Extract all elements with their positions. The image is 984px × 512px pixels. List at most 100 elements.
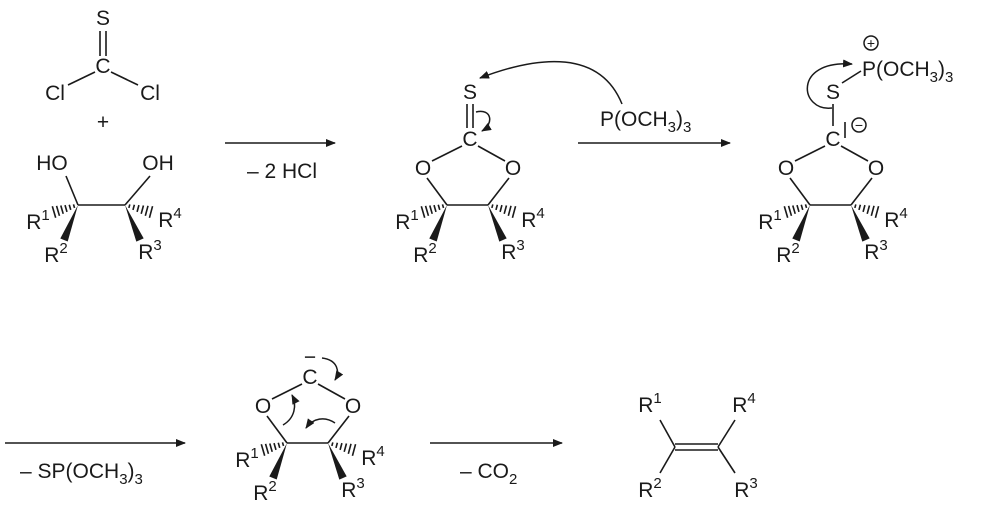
text-part: R — [758, 211, 773, 234]
bond — [477, 145, 506, 162]
hashed-bond — [140, 205, 145, 215]
hashed-bond — [437, 204, 441, 211]
text-part: P(OCH — [600, 108, 668, 131]
hashed-bond — [331, 442, 334, 447]
hashed-bond — [503, 205, 508, 215]
curved-arrow — [305, 418, 336, 429]
text-part: 2 — [428, 240, 436, 257]
text-part: R — [138, 241, 153, 264]
hashed-bond — [148, 205, 154, 219]
hashed-bond — [281, 442, 285, 447]
text-part: R — [884, 209, 899, 232]
bond — [266, 415, 288, 444]
text-part: 2 — [509, 471, 517, 488]
r-group-3: R3 — [864, 237, 888, 264]
r-group-2: R2 — [638, 475, 662, 502]
text-part: 4 — [536, 205, 544, 222]
r-group-4: R4 — [884, 205, 908, 232]
r-group-1: R1 — [26, 207, 50, 234]
text-part: R — [395, 211, 410, 234]
text-part: R — [235, 449, 250, 472]
bond — [840, 145, 869, 162]
ring-oxygen-left: O — [255, 395, 271, 418]
r-group-4: R4 — [158, 205, 182, 232]
r-group-4: R4 — [361, 443, 385, 470]
r-group-3: R3 — [734, 475, 758, 502]
plus-charge: + — [867, 35, 875, 51]
ring-carbon: C — [825, 128, 840, 151]
text-part: 1 — [653, 390, 661, 407]
text-part: O — [778, 157, 794, 180]
bond — [789, 177, 811, 206]
hashed-bond — [420, 206, 426, 218]
hashed-bond — [260, 444, 266, 456]
ring-oxygen-right: O — [345, 395, 361, 418]
bond — [426, 177, 448, 206]
curved-arrow — [475, 110, 492, 132]
r-group-4: R4 — [521, 205, 545, 232]
hashed-bond — [854, 204, 857, 209]
text-part: ) — [938, 58, 945, 81]
text-part: – CO — [460, 460, 509, 483]
text-part: R — [253, 482, 268, 505]
hashed-bond — [351, 443, 357, 457]
r-group-3: R3 — [138, 237, 162, 264]
text-part: 3 — [930, 69, 938, 86]
atom-s: S — [96, 7, 110, 30]
text-part: 3 — [683, 119, 691, 136]
text-part: 4 — [899, 205, 907, 222]
text-part: P(OCH — [862, 58, 930, 81]
bond — [841, 70, 862, 84]
bond — [659, 419, 676, 448]
text-part: R — [26, 211, 41, 234]
hashed-bond — [433, 204, 437, 213]
text-part: 3 — [879, 237, 887, 254]
hashed-bond — [862, 204, 866, 213]
bond — [850, 177, 873, 206]
hashed-bond — [495, 204, 499, 211]
hashed-bond — [874, 205, 880, 219]
text-part: 3 — [516, 237, 524, 254]
text-part: O — [345, 395, 361, 418]
bond — [431, 145, 463, 162]
hashed-bond — [804, 204, 808, 209]
text-part: 3 — [749, 475, 757, 492]
hashed-bond — [787, 205, 793, 217]
bond — [124, 175, 151, 206]
wedge-bond — [851, 205, 870, 242]
hashed-bond — [491, 204, 494, 209]
r-group-1: R1 — [235, 445, 259, 472]
text-part: C — [302, 366, 317, 389]
r-group-2: R2 — [253, 478, 277, 505]
hashed-bond — [64, 204, 68, 213]
atom-s: S — [826, 81, 840, 104]
text-part: 3 — [668, 119, 676, 136]
text-part: 2 — [59, 240, 67, 257]
text-part: R — [413, 244, 428, 267]
thiophosgene: S C Cl Cl — [45, 7, 160, 105]
ring-oxygen-left: O — [415, 157, 431, 180]
text-part: R — [776, 244, 791, 267]
text-part: C — [825, 128, 840, 151]
text-part: 3 — [119, 471, 127, 488]
hashed-bond — [792, 205, 796, 215]
charge-circle — [851, 117, 867, 133]
charge-circle — [863, 35, 879, 51]
text-part: R — [501, 241, 516, 264]
text-part: 1 — [250, 445, 258, 462]
text-part: 1 — [41, 207, 49, 224]
text-part: – SP(OCH — [20, 460, 119, 483]
wedge-bond — [429, 205, 447, 242]
ring-oxygen-right: O — [505, 157, 521, 180]
bond — [659, 446, 676, 474]
atom-cl-left: Cl — [45, 82, 65, 105]
text-part: 3 — [153, 237, 161, 254]
text-part: C — [462, 128, 477, 151]
text-part: 2 — [653, 475, 661, 492]
text-part: O — [415, 157, 431, 180]
hashed-bond — [507, 205, 512, 217]
hashed-bond — [144, 205, 149, 217]
hashed-bond — [800, 204, 804, 211]
